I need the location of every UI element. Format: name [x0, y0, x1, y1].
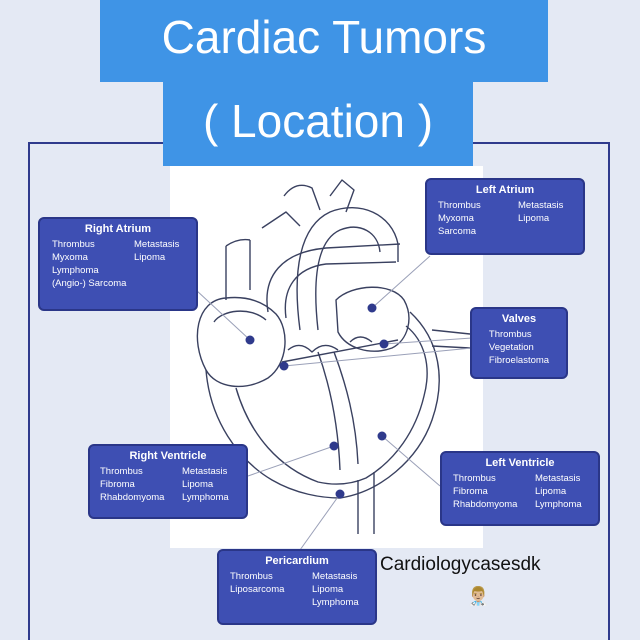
left-ventricle-box: Left Ventricle Thrombus Fibroma Rhabdomy…	[440, 451, 600, 526]
marker-pericardium	[335, 489, 345, 499]
valve-plane	[281, 336, 399, 363]
left-atrium-title: Left Atrium	[475, 184, 535, 196]
page-title-line1: Cardiac Tumors	[100, 0, 548, 82]
list-item: Thrombus	[488, 329, 532, 340]
list-item: Lipoma	[182, 479, 214, 490]
arch-branch-2	[261, 211, 301, 229]
list-item: Lipoma	[535, 486, 567, 497]
right-atrium-title: Right Atrium	[84, 223, 152, 235]
arch-branch-1	[283, 184, 321, 211]
marker-valve-mitral	[379, 339, 389, 349]
list-item: Metastasis	[535, 473, 581, 484]
leader-valves-2	[283, 347, 473, 367]
right-atrium-outline	[196, 296, 286, 388]
list-item: (Angio-) Sarcoma	[52, 278, 127, 289]
list-item: Thrombus	[230, 571, 273, 582]
right-ventricle-title: Right Ventricle	[129, 450, 207, 462]
leader-right-ventricle	[247, 445, 335, 477]
list-item: Fibroelastoma	[488, 355, 550, 366]
septum	[317, 351, 359, 471]
list-item: Lymphoma	[52, 265, 99, 276]
list-item: Metastasis	[182, 466, 228, 477]
list-item: Liposarcoma	[230, 584, 285, 595]
aorta	[296, 207, 399, 331]
list-item: Lipoma	[518, 213, 550, 224]
list-item: Lymphoma	[312, 597, 359, 608]
pulmonary-artery	[266, 243, 401, 319]
marker-right-ventricle	[329, 441, 339, 451]
right-ventricle-box: Right Ventricle Thrombus Fibroma Rhabdom…	[88, 444, 248, 519]
list-item: Metastasis	[134, 239, 180, 250]
marker-valve-tricuspid	[279, 361, 289, 371]
list-item: Sarcoma	[438, 226, 477, 237]
marker-left-ventricle	[377, 431, 387, 441]
valves-title: Valves	[501, 313, 537, 325]
watermark-text: Cardiologycasesdk	[380, 554, 541, 575]
list-item: Myxoma	[52, 252, 88, 263]
list-item: Fibroma	[100, 479, 135, 490]
marker-right-atrium	[245, 335, 255, 345]
list-item: Thrombus	[100, 466, 143, 477]
leader-right-atrium	[195, 289, 251, 341]
valves-box: Valves Thrombus Vegetation Fibroelastoma	[470, 307, 568, 379]
right-atrium-box: Right Atrium Thrombus Myxoma Lymphoma (A…	[38, 217, 198, 311]
list-item: Rhabdomyoma	[100, 492, 165, 503]
left-atrium-outline	[335, 286, 410, 352]
list-item: Thrombus	[52, 239, 95, 250]
list-item: Metastasis	[312, 571, 358, 582]
pericardium-box: Pericardium Thrombus Liposarcoma Metasta…	[217, 549, 377, 625]
leader-left-atrium	[371, 255, 431, 309]
left-atrium-box: Left Atrium Thrombus Myxoma Sarcoma Meta…	[425, 178, 585, 255]
list-item: Lipoma	[134, 252, 166, 263]
marker-left-atrium	[367, 303, 377, 313]
list-item: Lipoma	[312, 584, 344, 595]
superior-vena-cava	[225, 238, 251, 300]
pericardium-title: Pericardium	[265, 555, 329, 567]
page-title-line2: ( Location )	[163, 82, 473, 166]
leader-valves	[383, 337, 473, 345]
doctor-avatar-icon: 👨🏼‍⚕️	[467, 586, 490, 606]
list-item: Lymphoma	[182, 492, 229, 503]
list-item: Vegetation	[488, 342, 534, 353]
leader-pericardium	[299, 493, 341, 551]
left-ventricle-title: Left Ventricle	[485, 457, 555, 469]
list-item: Fibroma	[453, 486, 488, 497]
leader-left-ventricle	[381, 435, 441, 487]
list-item: Rhabdomyoma	[453, 499, 518, 510]
list-item: Thrombus	[453, 473, 496, 484]
list-item: Lymphoma	[535, 499, 582, 510]
list-item: Myxoma	[438, 213, 474, 224]
list-item: Thrombus	[438, 200, 481, 211]
list-item: Metastasis	[518, 200, 564, 211]
arch-branch-3	[329, 179, 355, 213]
